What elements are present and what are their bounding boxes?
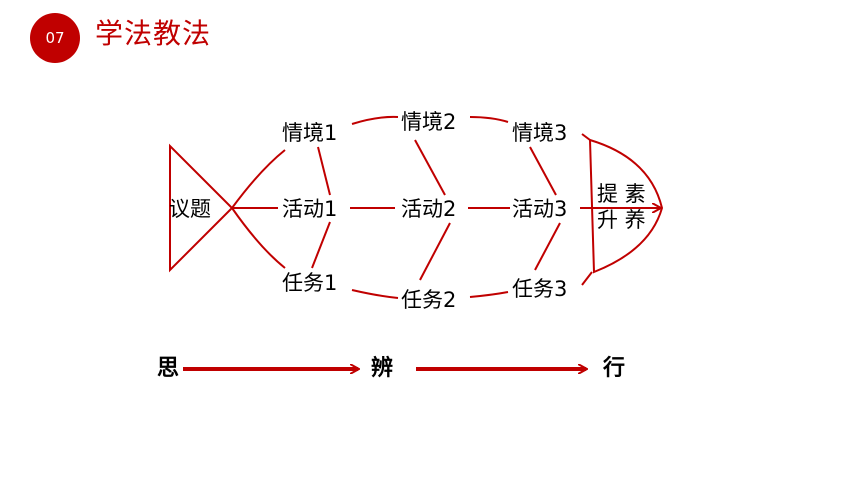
context-1-label: 情境1 [282,121,338,145]
rib-3-top [529,146,557,196]
section-number: 07 [45,29,65,47]
bottom-arc-2 [469,291,509,298]
top-arc-2 [469,116,509,123]
task-2-label: 任务2 [401,288,457,312]
bottom-arc-1 [351,289,399,299]
context-3-label: 情境3 [512,121,568,145]
tail-label-line-1: 提 素 [597,182,646,206]
rib-1-bottom [311,221,331,269]
rib-2-top [414,139,446,196]
fish-head-shape [169,143,234,273]
rib-1-top [317,146,331,196]
body-arc-top [231,149,286,209]
flow-step-act: 行 [603,356,626,381]
tail-label-line-2: 升 养 [597,208,646,232]
section-number-badge: 07 [30,13,80,63]
rib-3-bottom [534,222,561,271]
rib-2-bottom [419,222,451,281]
fish-tail-shape [588,138,664,274]
activity-1-label: 活动1 [282,197,338,221]
top-arc-3 [581,133,591,141]
flow-step-think: 思 [157,356,180,381]
top-arc-1 [351,115,399,125]
fish-head-label: 议题 [169,197,211,221]
task-1-label: 任务1 [282,271,338,295]
body-arc-bottom [231,207,286,269]
bottom-arc-3 [581,271,593,286]
page-title: 学法教法 [95,17,212,50]
context-2-label: 情境2 [401,110,457,134]
activity-2-label: 活动2 [401,197,457,221]
flow-step-discern: 辨 [371,356,394,381]
task-3-label: 任务3 [512,277,568,301]
activity-3-label: 活动3 [512,197,568,221]
